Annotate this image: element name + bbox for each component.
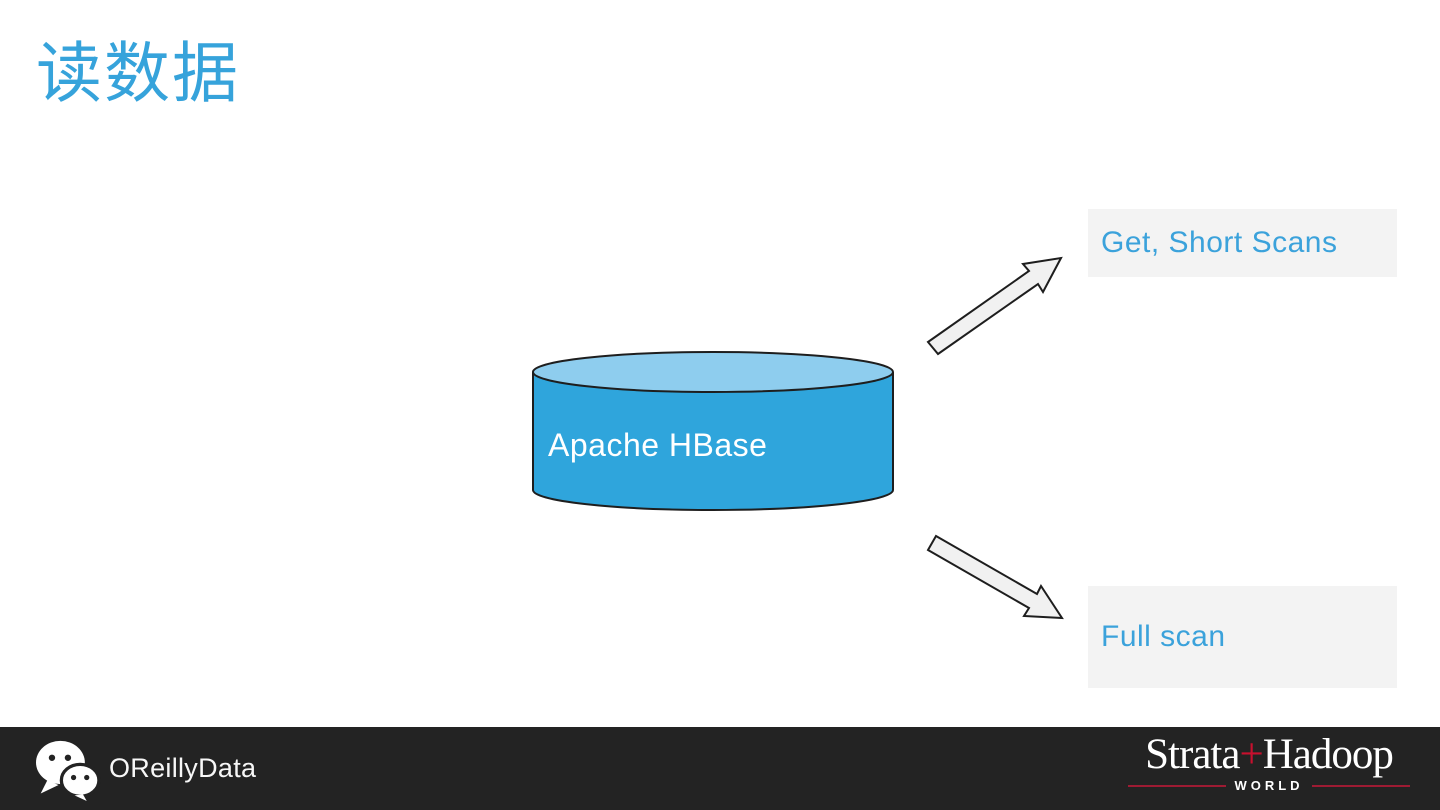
- strata-hadoop-logo: Strata+Hadoop WORLD: [1128, 733, 1411, 793]
- hadoop-text: Hadoop: [1262, 731, 1394, 778]
- outcome-box-get-short-scans: Get, Short Scans: [1088, 209, 1397, 277]
- oreilly-data-logo: OReillyData: [33, 727, 256, 810]
- footer-bar: OReillyData Strata+Hadoop WORLD: [0, 727, 1440, 810]
- plus-icon: +: [1239, 731, 1263, 778]
- oreilly-data-wordmark: OReillyData: [109, 753, 257, 783]
- up-right-block-arrow-icon: [926, 256, 1063, 356]
- database-label: Apache HBase: [548, 427, 768, 463]
- strata-text: Strata: [1145, 731, 1240, 778]
- world-text: WORLD: [1234, 778, 1304, 793]
- left-rule-divider: [1128, 784, 1227, 787]
- outcome-label: Full scan: [1101, 620, 1226, 653]
- right-rule-divider: [1311, 784, 1411, 787]
- down-right-block-arrow-icon: [926, 534, 1064, 620]
- slide-title: 读数据: [36, 35, 240, 112]
- outcome-box-full-scan: Full scan: [1088, 586, 1397, 688]
- world-row: WORLD: [1128, 778, 1411, 793]
- outcome-label: Get, Short Scans: [1101, 226, 1338, 259]
- strata-hadoop-wordmark: Strata+Hadoop: [1128, 733, 1410, 777]
- wechat-icon: [36, 740, 101, 801]
- database-cylinder-icon: [532, 351, 894, 511]
